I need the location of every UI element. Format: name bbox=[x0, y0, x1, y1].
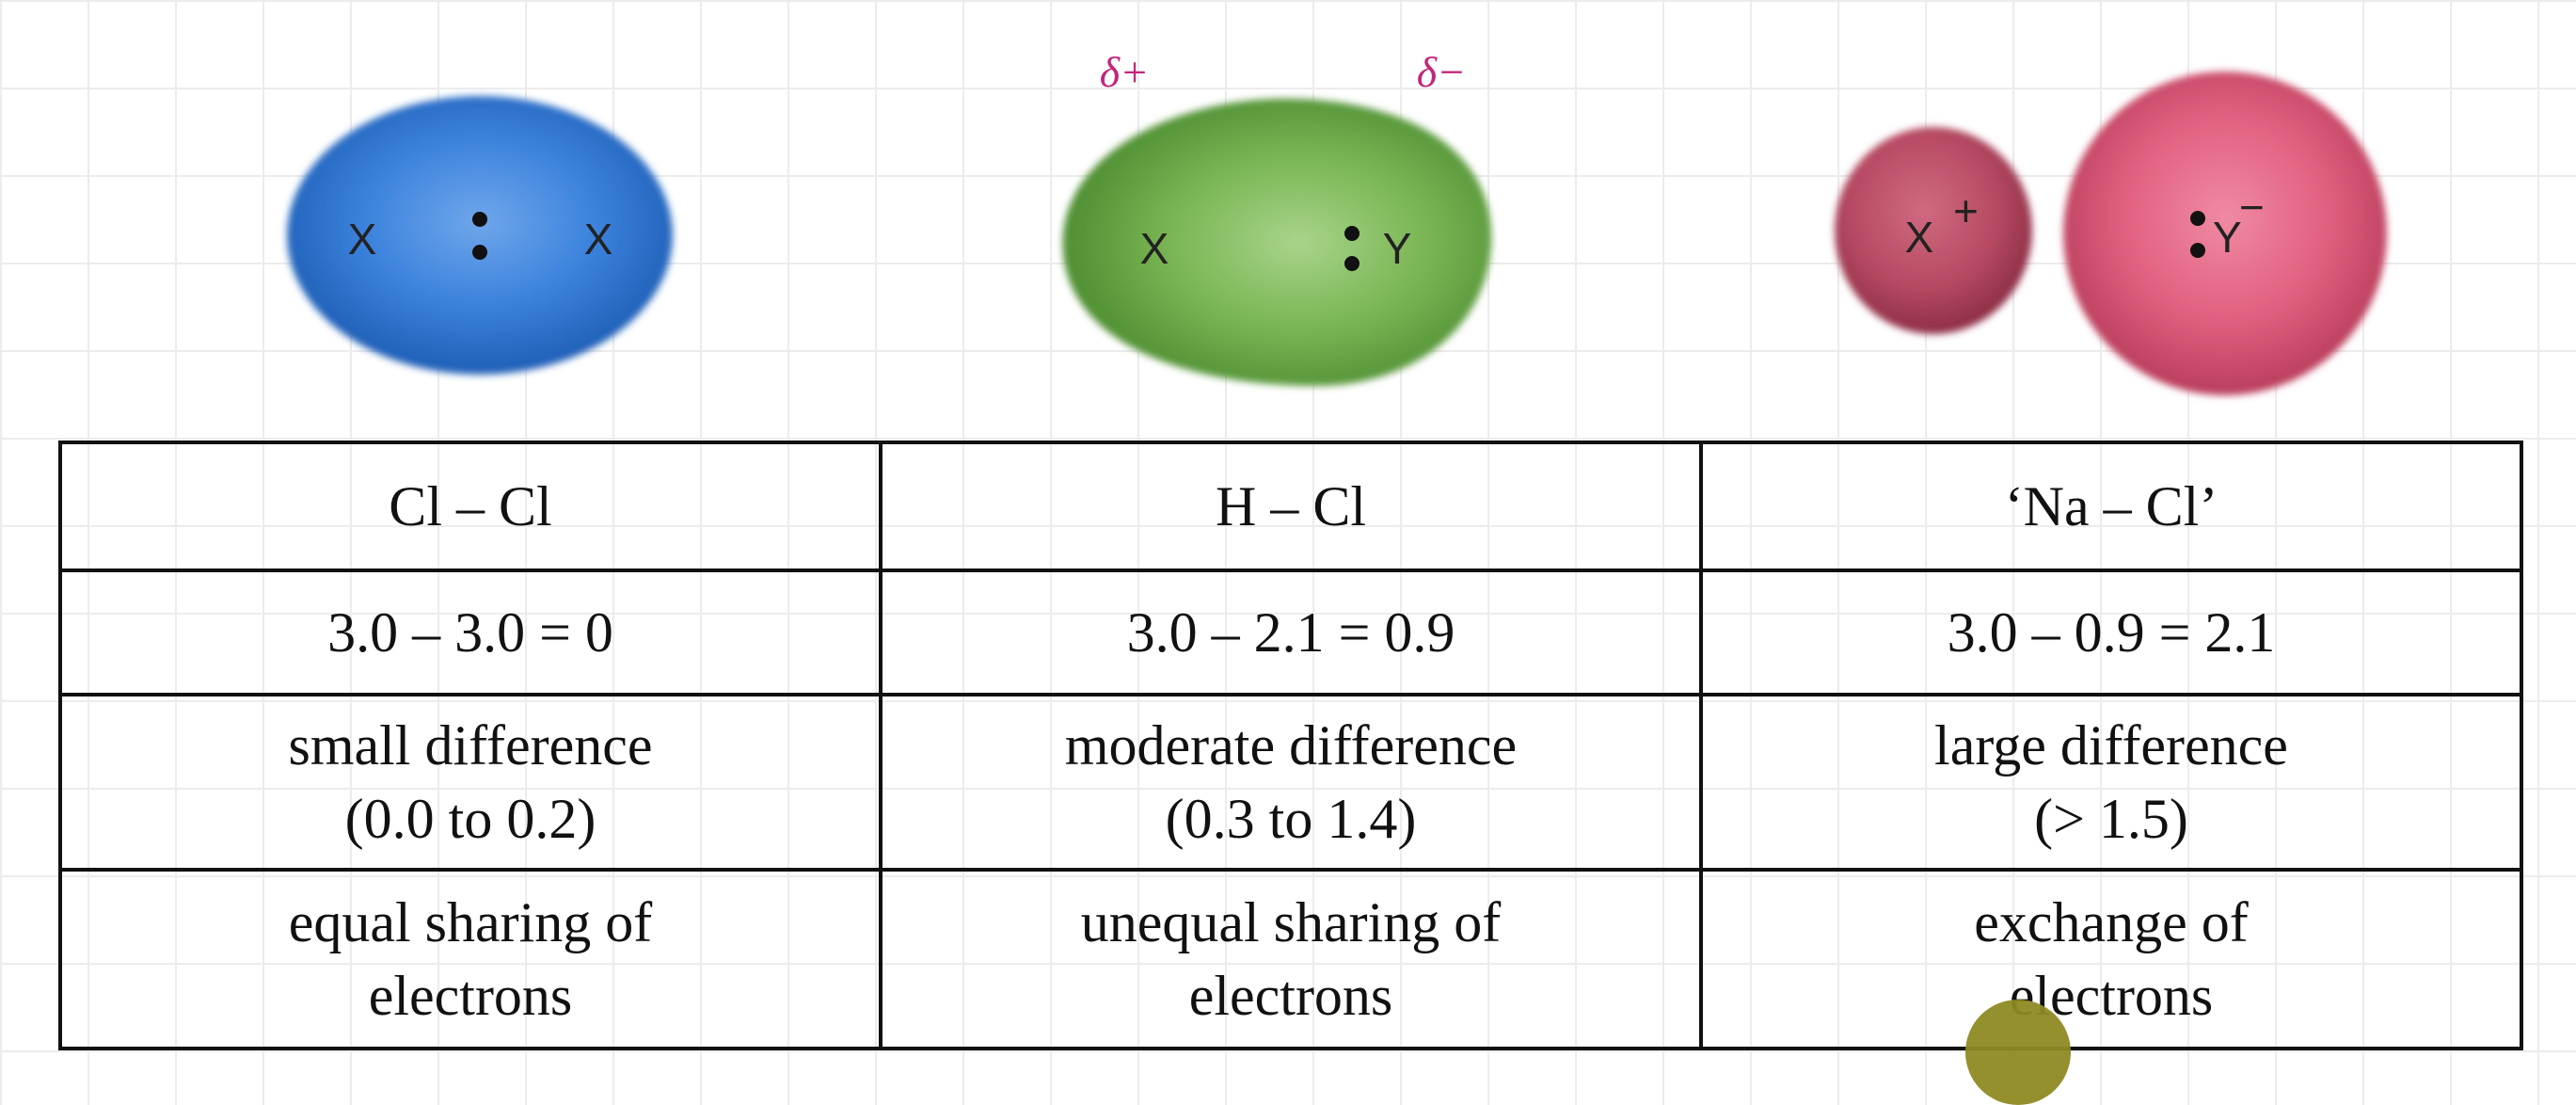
table-row: Cl – Cl H – Cl ‘Na – Cl’ bbox=[58, 440, 2523, 572]
electron-dot bbox=[1344, 226, 1360, 241]
electron-dot bbox=[1344, 256, 1360, 271]
anion-label: Y bbox=[2213, 213, 2242, 262]
pointer-cursor bbox=[1965, 1000, 2071, 1105]
table-cell: unequal sharing of electrons bbox=[879, 868, 1703, 1050]
cell-line: (0.0 to 0.2) bbox=[344, 788, 596, 850]
table-cell: 3.0 – 3.0 = 0 bbox=[58, 569, 883, 697]
table-cell: small difference (0.0 to 0.2) bbox=[58, 693, 883, 872]
nonpolar-molecule: X X bbox=[287, 96, 673, 375]
table-cell: large difference (> 1.5) bbox=[1699, 693, 2523, 872]
cell-line: (> 1.5) bbox=[2034, 788, 2188, 850]
table-cell: moderate difference (0.3 to 1.4) bbox=[879, 693, 1703, 872]
atom-y: Y bbox=[1383, 224, 1412, 273]
cation-charge: + bbox=[1953, 186, 1979, 235]
cell-line: exchange of bbox=[1974, 891, 2249, 953]
cell-line: unequal sharing of bbox=[1080, 891, 1502, 953]
electron-dot bbox=[472, 212, 487, 227]
table-cell: 3.0 – 0.9 = 2.1 bbox=[1699, 569, 2523, 697]
table-row: equal sharing of electrons unequal shari… bbox=[58, 868, 2523, 1050]
cell-line: (0.3 to 1.4) bbox=[1165, 788, 1417, 850]
atom-x: X bbox=[1140, 224, 1169, 273]
table-cell: ‘Na – Cl’ bbox=[1699, 440, 2523, 572]
cell-line: electrons bbox=[368, 965, 573, 1027]
electronegativity-table: Cl – Cl H – Cl ‘Na – Cl’ 3.0 – 3.0 = 0 3… bbox=[58, 440, 2523, 1050]
cell-line: electrons bbox=[2009, 965, 2214, 1027]
partial-positive-label: δ+ bbox=[1100, 48, 1149, 96]
partial-negative-label: δ− bbox=[1417, 48, 1466, 96]
electron-dot bbox=[2190, 243, 2205, 258]
table-cell: exchange of electrons bbox=[1699, 868, 2523, 1050]
electron-dot bbox=[472, 245, 487, 260]
table-row: small difference (0.0 to 0.2) moderate d… bbox=[58, 693, 2523, 872]
cell-line: equal sharing of bbox=[288, 891, 653, 953]
cation-label: X bbox=[1905, 213, 1934, 262]
cell-line: moderate difference bbox=[1064, 714, 1518, 777]
anion-charge: − bbox=[2239, 183, 2265, 232]
table-cell: H – Cl bbox=[879, 440, 1703, 572]
atom-x-left: X bbox=[348, 215, 377, 264]
ionic-pair: X + Y − bbox=[1835, 72, 2387, 395]
atom-x-right: X bbox=[584, 215, 613, 264]
table-row: 3.0 – 3.0 = 0 3.0 – 2.1 = 0.9 3.0 – 0.9 … bbox=[58, 569, 2523, 697]
cell-line: small difference bbox=[288, 714, 653, 777]
polar-molecule: X Y δ+ δ− bbox=[1062, 48, 1492, 386]
table-cell: 3.0 – 2.1 = 0.9 bbox=[879, 569, 1703, 697]
table-cell: equal sharing of electrons bbox=[58, 868, 883, 1050]
cell-line: large difference bbox=[1934, 714, 2288, 777]
cell-line: electrons bbox=[1188, 965, 1393, 1027]
table-cell: Cl – Cl bbox=[58, 440, 883, 572]
bond-illustrations: X X X Y δ+ δ− X + Y − bbox=[0, 0, 2576, 442]
electron-dot bbox=[2190, 211, 2205, 226]
